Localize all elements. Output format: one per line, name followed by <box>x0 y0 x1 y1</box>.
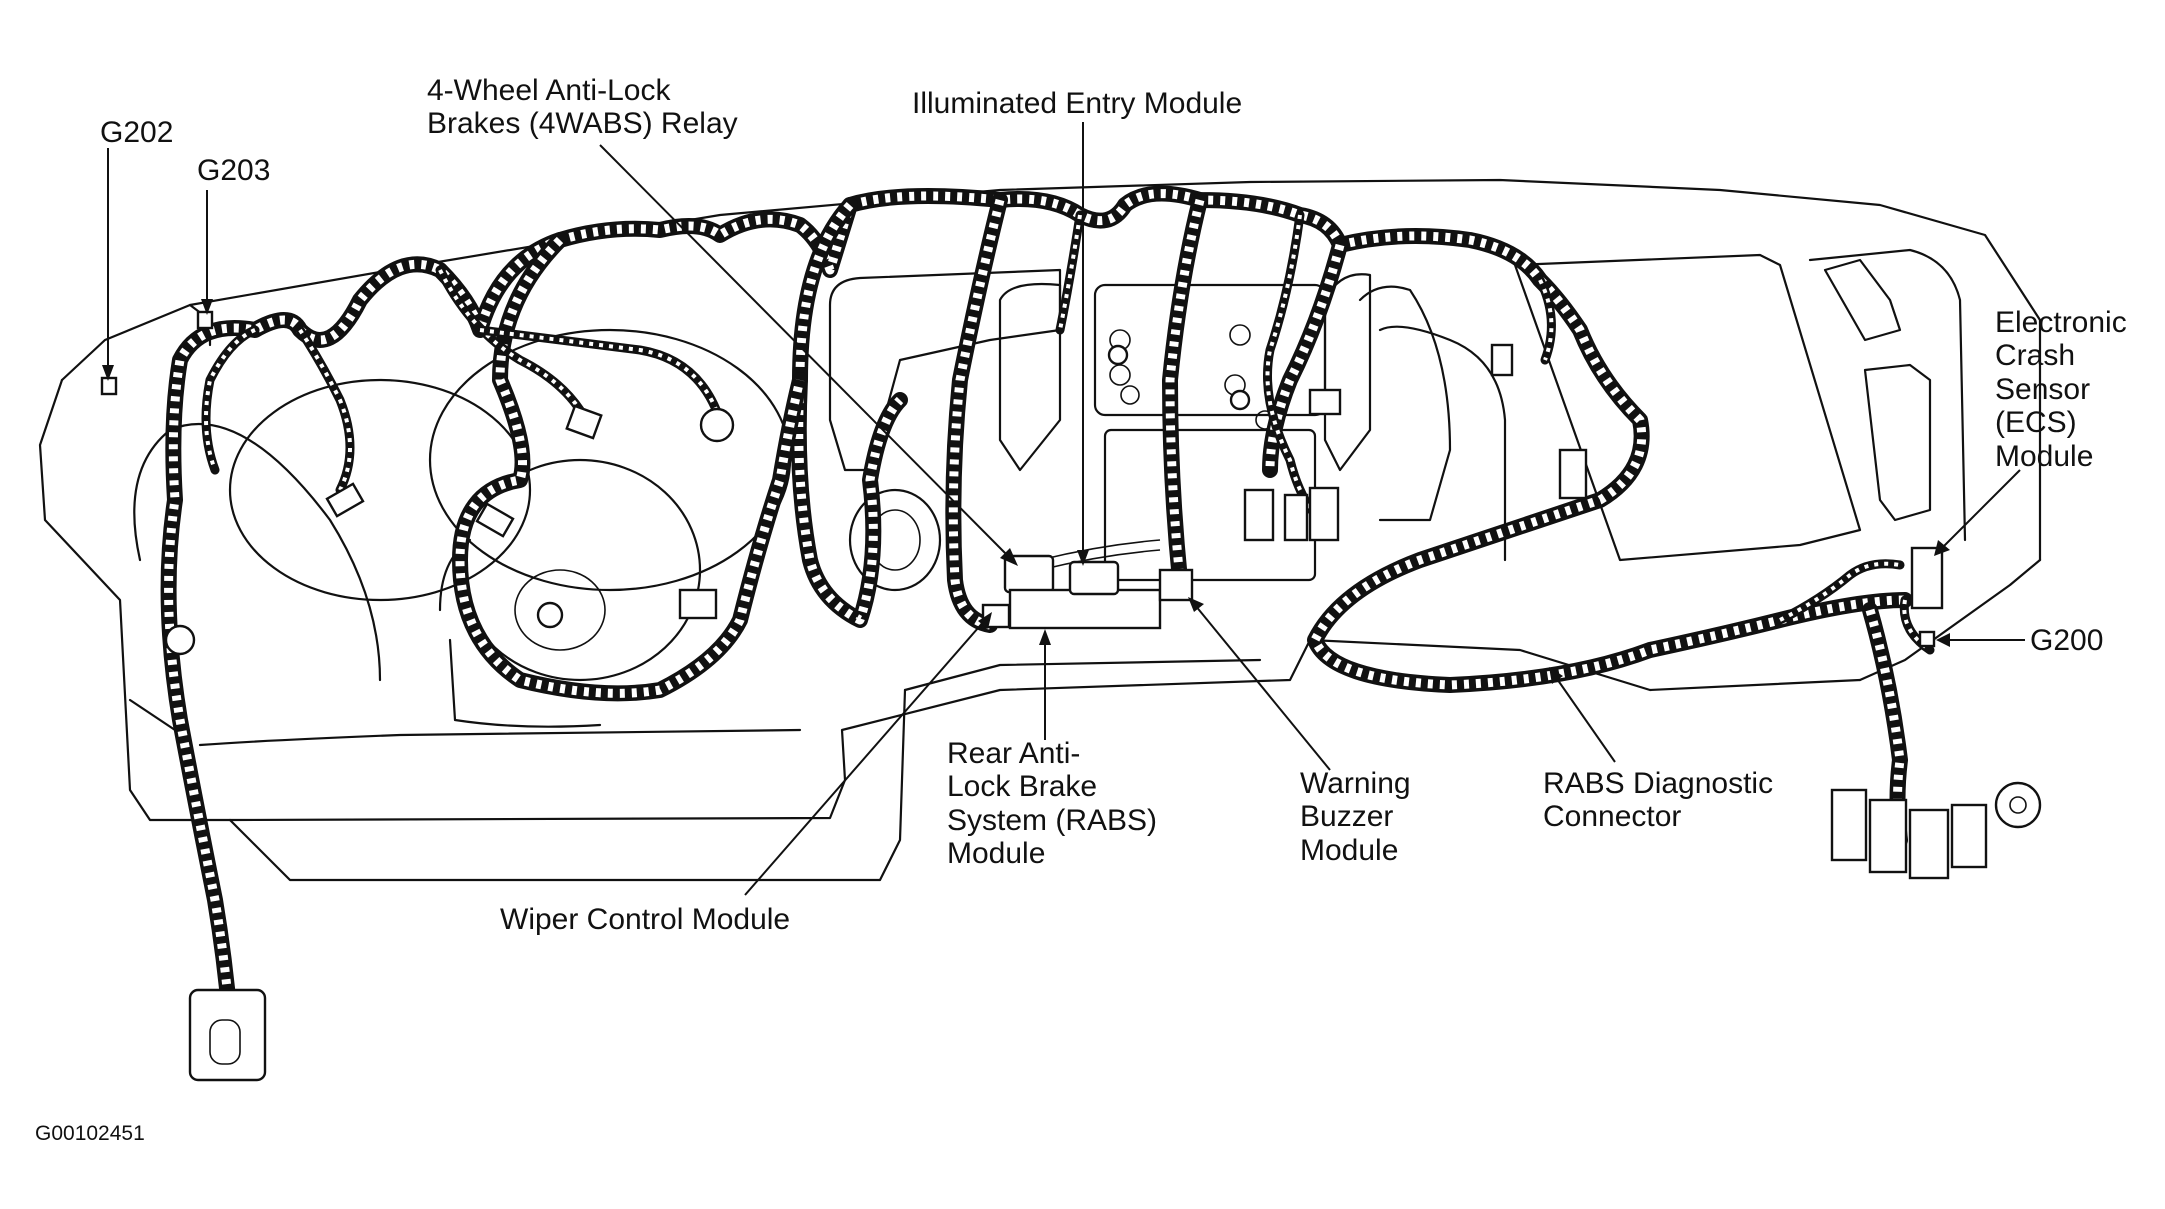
label-wiper-control-module: Wiper Control Module <box>500 903 790 936</box>
gauge-connector <box>164 624 196 656</box>
rabs-diagnostic-connector <box>1950 803 1988 869</box>
g203-ground-terminal <box>196 310 214 330</box>
warning-buzzer-module <box>1158 568 1194 602</box>
switch-connector <box>1308 486 1340 542</box>
main-wiring-harness <box>160 185 1913 1028</box>
main-harness-connector <box>188 988 267 1082</box>
label-g200: G200 <box>2030 624 2103 657</box>
steering-connector <box>678 588 718 620</box>
gauge-connector <box>565 404 603 440</box>
gauge-connector <box>699 407 735 443</box>
rabs-diagnostic-connector <box>1830 788 1868 862</box>
steering-connector <box>475 502 515 538</box>
connectors <box>100 310 2042 1082</box>
label-ecs-module: Electronic Crash Sensor (ECS) Module <box>1995 306 2135 473</box>
bundle-grommet <box>1994 781 2042 829</box>
rabs-diagnostic-connector <box>1868 798 1908 874</box>
label-4wabs-relay: 4-Wheel Anti-Lock Brakes (4WABS) Relay <box>427 74 738 140</box>
leader-lines <box>102 122 2025 896</box>
label-illuminated-entry-module: Illuminated Entry Module <box>912 87 1242 120</box>
switch-connector <box>1107 344 1129 366</box>
label-g202: G202 <box>100 116 173 149</box>
glove-box-area <box>1378 248 1967 562</box>
rabs-diagnostic-connector <box>1908 808 1950 880</box>
ecs-module <box>1910 546 1944 610</box>
wire-branches <box>201 210 1935 655</box>
rabs-module <box>1008 588 1162 630</box>
switch-connector <box>1229 389 1251 411</box>
warning-buzzer-leader <box>1194 604 1331 771</box>
side-connector <box>1490 343 1514 377</box>
label-g203: G203 <box>197 154 270 187</box>
wiper-control-leader <box>744 619 986 896</box>
label-rabs-module: Rear Anti- Lock Brake System (RABS) Modu… <box>947 737 1165 870</box>
labels: G202 G203 4-Wheel Anti-Lock Brakes (4WAB… <box>35 74 2135 1145</box>
switch-connector <box>1283 493 1309 542</box>
radio-connector <box>1308 388 1342 416</box>
illuminated-entry-module <box>1068 560 1120 596</box>
label-rabs-diagnostic-connector: RABS Diagnostic Connector <box>1543 767 1781 833</box>
relay-leader <box>599 144 1011 559</box>
rabs-diagnostic-leader <box>1554 675 1616 763</box>
g200-ground-terminal <box>1918 630 1936 648</box>
figure-id: G00102451 <box>35 1122 145 1145</box>
glove-box-connector <box>1558 448 1588 500</box>
gauge-connector <box>325 482 365 518</box>
ecs-leader <box>1939 469 2021 551</box>
steering-connector <box>536 601 564 629</box>
switch-connector <box>1243 488 1275 542</box>
g202-ground-terminal <box>100 376 118 396</box>
label-warning-buzzer-module: Warning Buzzer Module <box>1300 767 1419 867</box>
